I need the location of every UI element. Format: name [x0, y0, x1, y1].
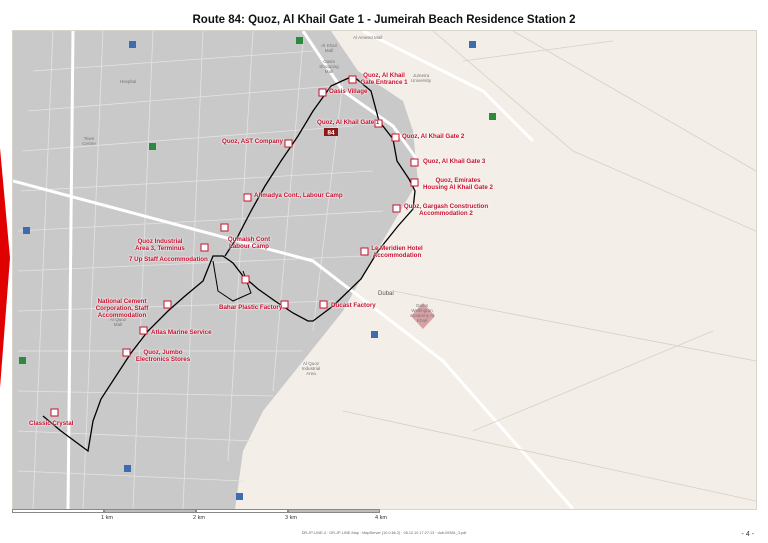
place-label: Al Ameed Mall: [353, 35, 383, 40]
stop-label[interactable]: Quoz Industrial Area 3, Terminus: [135, 238, 185, 252]
scale-tick: 4 km: [375, 515, 387, 521]
road-shield: [296, 37, 303, 44]
bus-stop-icon: [280, 300, 289, 309]
map-title: Route 84: Quoz, Al Khail Gate 1 - Jumeir…: [192, 14, 576, 26]
bus-stop-icon: [122, 348, 131, 357]
route-direction-marker: [0, 148, 10, 388]
road-shield: [124, 465, 131, 472]
scale-tick: 2 km: [193, 515, 205, 521]
stop-label[interactable]: Quoz, Emirates Housing Al Khail Gate 2: [423, 177, 493, 191]
scale-tick: 1 km: [101, 515, 113, 521]
bus-stop-icon: [391, 133, 400, 142]
place-label: Oasis Shopping Mall: [319, 59, 339, 74]
map-canvas: 84: [13, 31, 756, 509]
road-shield: [489, 113, 496, 120]
scale-segment: [196, 509, 288, 513]
bus-stop-icon: [241, 275, 250, 284]
stop-label[interactable]: Le Meridien Hotel Accommodation: [371, 245, 423, 259]
place-label: Al Quoz Mall: [109, 317, 127, 327]
stop-label[interactable]: Quoz, Al Khail Gate 1: [317, 119, 380, 126]
stop-label[interactable]: Quoz, Al Khail Gate 2: [402, 133, 465, 140]
place-label: Town Centre: [82, 136, 96, 146]
bus-stop-icon: [348, 75, 357, 84]
highways: [13, 31, 575, 509]
route-map[interactable]: 84: [12, 30, 757, 510]
industrial-area: [13, 31, 418, 509]
stop-label[interactable]: Ahmadya Cont., Labour Camp: [254, 192, 343, 199]
road-shield: [236, 493, 243, 500]
stop-label[interactable]: National Cement Corporation, Staff Accom…: [95, 298, 149, 319]
place-label: Gems Wellington Academy Al Khail: [409, 303, 435, 323]
road-shields: [19, 37, 496, 500]
scale-segment: [288, 509, 380, 513]
bus-stops: [50, 75, 419, 417]
bus-stop-icon: [360, 247, 369, 256]
page-number: - 4 -: [741, 531, 754, 538]
stop-label[interactable]: Oasis Village: [329, 88, 368, 95]
stop-label[interactable]: Quoz, Gargash Construction Accommodation…: [403, 203, 489, 217]
bus-stop-icon: [50, 408, 59, 417]
stop-label[interactable]: Quoz, AST Company: [222, 138, 283, 145]
bus-stop-icon: [284, 139, 293, 148]
route-84-path: [42, 75, 416, 453]
bus-stop-icon: [318, 88, 327, 97]
bus-stop-icon: [410, 158, 419, 167]
bus-stop-icon: [410, 178, 419, 187]
terminus-loop: [212, 260, 252, 302]
bus-stop-icon: [374, 119, 383, 128]
stop-label[interactable]: Ducast Factory: [331, 302, 376, 309]
footer-text: DR-JP-LINE-4 · DR-JP-LINE-Map · MapServe…: [301, 531, 467, 535]
stop-label[interactable]: 7 Up Staff Accommodation: [129, 256, 208, 263]
scale-tick: 3 km: [285, 515, 297, 521]
place-label: Al Quoz Industrial Area: [301, 361, 321, 376]
bus-stop-icon: [139, 326, 148, 335]
stop-label[interactable]: Atlas Marine Service: [151, 329, 212, 336]
stop-label[interactable]: Quoz, Al Khail Gate Entrance 1: [360, 72, 408, 86]
bus-stop-icon: [220, 223, 229, 232]
bus-stop-icon: [163, 300, 172, 309]
scale-segment: [12, 509, 104, 513]
road-shield: [469, 41, 476, 48]
street-grid: [17, 31, 384, 509]
scale-segment: [104, 509, 196, 513]
route-badge-bg: [324, 128, 338, 136]
bus-stop-icon: [392, 204, 401, 213]
stop-label[interactable]: Classic Crystal: [29, 420, 74, 427]
road-shield: [23, 227, 30, 234]
road-shield: [129, 41, 136, 48]
stop-label[interactable]: Quoz, Jumbo Electronics Stores: [135, 349, 191, 363]
road-shield: [371, 331, 378, 338]
stop-label[interactable]: Bahar Plastic Factory: [219, 304, 283, 311]
stop-label[interactable]: Quoz, Al Khail Gate 3: [423, 158, 486, 165]
bus-stop-icon: [319, 300, 328, 309]
place-label: Al Khail Mall: [321, 43, 337, 53]
bus-stop-icon: [243, 193, 252, 202]
scale-bar: [12, 509, 382, 514]
road-shield: [19, 357, 26, 364]
school-marker: [411, 303, 435, 329]
road-shield: [149, 143, 156, 150]
bus-stop-icon: [200, 243, 209, 252]
place-label: Jumeira University: [410, 73, 432, 83]
stop-label[interactable]: Qumaish Cont Labour Camp: [227, 236, 271, 250]
minor-roads: [342, 31, 756, 502]
place-label: Dubai: [378, 291, 394, 297]
place-label: Hospital: [119, 79, 137, 84]
route-badge: 84: [327, 130, 335, 137]
